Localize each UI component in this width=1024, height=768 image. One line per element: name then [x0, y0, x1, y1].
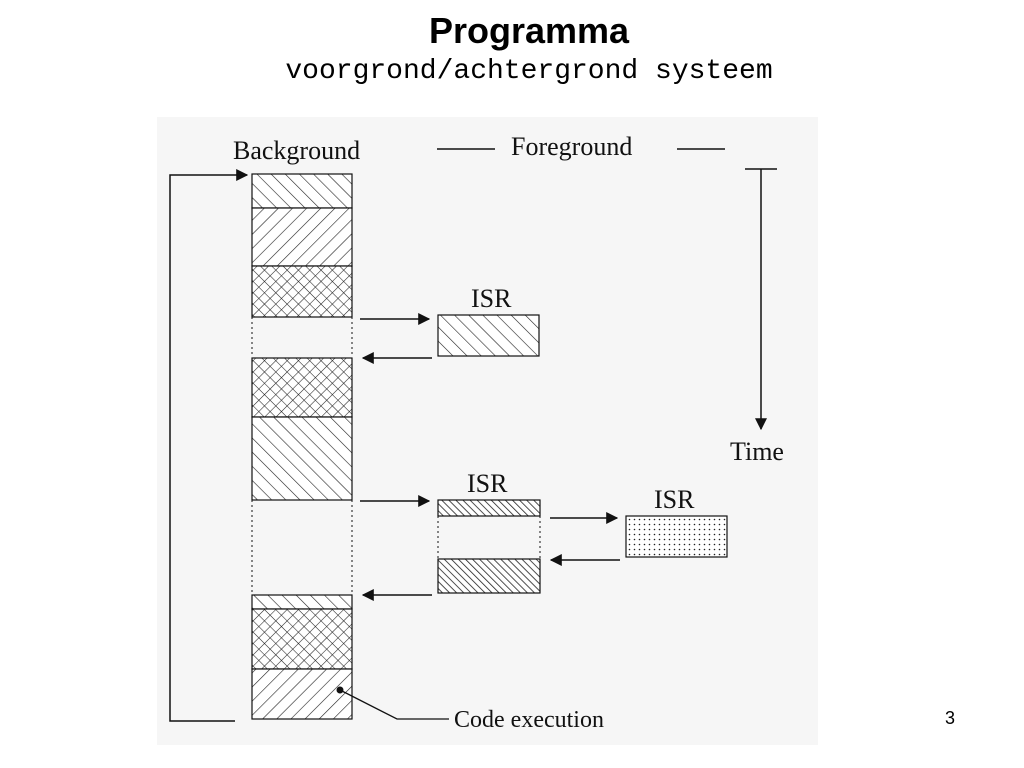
- background-segment-1: [251, 173, 353, 209]
- isr-1-label: ISR: [471, 284, 512, 313]
- foreground-background-diagram: Background Foreground Time ISR ISR ISR C…: [157, 117, 818, 745]
- isr-3-label: ISR: [654, 485, 695, 514]
- background-segment-5: [251, 416, 353, 501]
- isr-2-label: ISR: [467, 469, 508, 498]
- background-segment-6: [251, 594, 353, 610]
- isr-2-bottom-block: [437, 558, 541, 594]
- slide-title: Programma: [428, 10, 630, 51]
- code-execution-leader-line: [339, 689, 449, 720]
- background-label: Background: [233, 136, 360, 165]
- code-execution-label: Code execution: [454, 707, 604, 733]
- page-number: 3: [945, 708, 956, 728]
- loop-back-arrow: [169, 169, 249, 722]
- time-label: Time: [730, 437, 784, 466]
- isr-3-block: [625, 515, 728, 558]
- isr-2-top-block: [437, 499, 541, 517]
- background-segment-7: [251, 608, 353, 670]
- isr-1-block: [437, 314, 540, 357]
- background-segment-4: [251, 357, 353, 418]
- background-segment-2: [251, 207, 353, 267]
- background-segment-8: [251, 668, 353, 720]
- slide-subtitle: voorgrond/achtergrond systeem: [285, 56, 773, 87]
- foreground-label: Foreground: [511, 132, 632, 161]
- background-segment-3: [251, 265, 353, 318]
